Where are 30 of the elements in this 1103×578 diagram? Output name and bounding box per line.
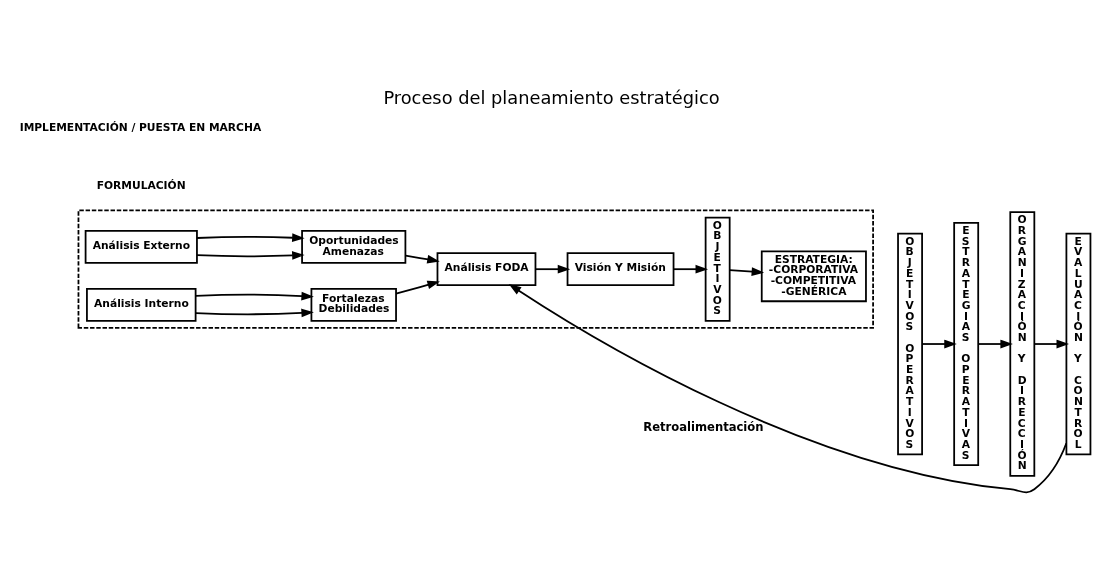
- label: FORMULACIÓN: [96, 178, 186, 192]
- arrow: [195, 291, 314, 300]
- arrow: [672, 264, 708, 274]
- arrow: [395, 280, 440, 294]
- cluster: [77, 209, 874, 329]
- node-box: Análisis Externo: [84, 229, 198, 264]
- node-box: Análisis FODA: [436, 251, 537, 286]
- arrow: [921, 339, 957, 348]
- arrow: [1033, 339, 1069, 348]
- diagram-title: Proceso del planeamiento estratégico: [383, 86, 720, 108]
- arrow: [508, 283, 1068, 493]
- arrow: [728, 266, 765, 276]
- edge-label: Retroalimentación: [643, 419, 764, 434]
- arrow: [195, 308, 314, 317]
- node-box: Fortalezas Debilidades: [310, 287, 397, 322]
- node-box: Oportunidades Amenazas: [301, 229, 407, 264]
- node-box: OBJETIVOS: [704, 216, 731, 322]
- node-box: ESTRATEGIAS OPERATIVAS: [953, 221, 980, 466]
- arrow: [196, 250, 305, 260]
- label: IMPLEMENTACIÓN / PUESTA EN MARCHA: [19, 120, 262, 134]
- arrow: [404, 254, 440, 264]
- node-box: OBJETIVOS OPERATIVOS: [897, 232, 923, 455]
- node-box: EVALUACIÓN Y CONTROL: [1065, 232, 1092, 455]
- node-box: Análisis Interno: [86, 287, 197, 322]
- node-box: Visión Y Misión: [566, 251, 675, 286]
- node-box: ESTRATEGIA: -CORPORATIVA -COMPETITIVA -GENÉRICA: [760, 250, 867, 302]
- arrow: [196, 232, 305, 242]
- arrow: [977, 339, 1013, 348]
- node-box: ORGANIZACIÓN Y DIRECCIÓN: [1009, 210, 1036, 477]
- arrow: [534, 264, 571, 274]
